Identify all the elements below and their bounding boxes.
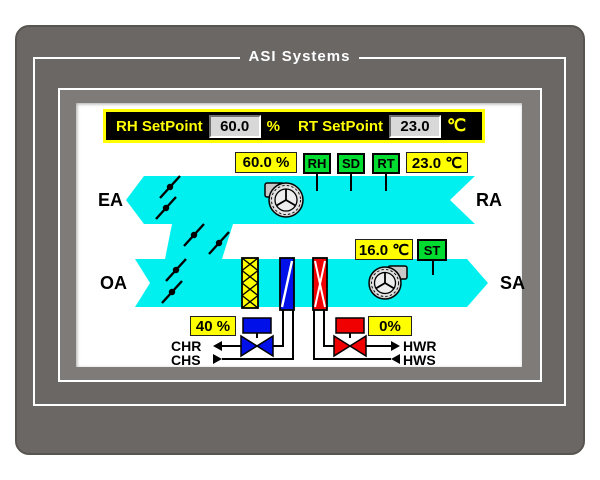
heating-coil (312, 257, 328, 311)
rt-setpoint-label: RT SetPoint (298, 117, 384, 135)
return-fan (264, 182, 304, 218)
mixing-channel (165, 224, 233, 259)
exhaust-damper (155, 175, 181, 220)
setpoint-bar: RH SetPoint 60.0 % RT SetPoint 23.0 ℃ (103, 109, 485, 143)
hws-arrow (391, 354, 400, 364)
rh-sensor-badge: RH (303, 153, 331, 174)
hmi-screen: RH SetPoint 60.0 % RT SetPoint 23.0 ℃ 60… (76, 103, 526, 368)
rh-setpoint-unit: % (266, 117, 281, 135)
hw-piping (313, 309, 400, 364)
sd-sensor-badge: SD (337, 153, 365, 174)
supply-fan (368, 265, 408, 300)
hw-valve-position: 0% (368, 316, 412, 336)
ahu-schematic (126, 173, 488, 364)
outside-air-label: OA (100, 273, 127, 293)
chw-valve (240, 317, 274, 358)
hwr-arrow (391, 341, 400, 351)
rt-setpoint-value[interactable]: 23.0 (389, 114, 442, 138)
chr-pipe-label: CHR (171, 338, 202, 354)
st-sensor-badge: ST (417, 239, 447, 261)
duct-oa-sa (135, 259, 488, 307)
hwr-pipe-label: HWR (403, 338, 437, 354)
cooling-coil (279, 257, 295, 311)
chs-arrow (213, 354, 222, 364)
brand-row: ASI Systems (33, 48, 566, 66)
return-temp-readout: 23.0 ℃ (406, 152, 468, 173)
rh-setpoint-label: RH SetPoint (116, 117, 203, 135)
exhaust-air-label: EA (98, 190, 124, 210)
hw-valve (333, 317, 367, 358)
hws-pipe-label: HWS (403, 352, 436, 368)
brand-title: ASI Systems (239, 48, 360, 66)
outside-air-damper (161, 258, 187, 304)
rt-setpoint-unit: ℃ (447, 116, 467, 135)
supply-air-label: SA (500, 273, 526, 293)
chr-arrow (213, 341, 222, 351)
return-humidity-readout: 60.0 % (235, 152, 297, 173)
chw-valve-position: 40 % (190, 316, 236, 336)
chs-pipe-label: CHS (171, 352, 201, 368)
supply-temp-readout: 16.0 ℃ (355, 239, 413, 260)
mixing-damper (183, 223, 230, 255)
air-filter (241, 257, 259, 309)
return-air-label: RA (476, 190, 502, 210)
rh-setpoint-value[interactable]: 60.0 (208, 114, 261, 138)
chw-piping (213, 309, 294, 364)
rt-sensor-badge: RT (372, 153, 400, 174)
